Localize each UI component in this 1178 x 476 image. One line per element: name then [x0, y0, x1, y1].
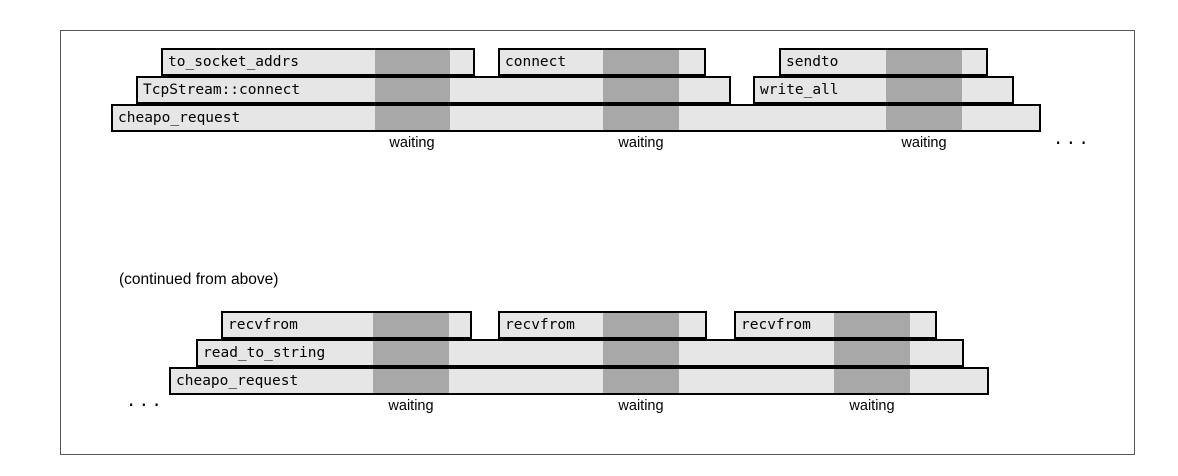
stack-frame-label: recvfrom [228, 316, 298, 333]
stack-frame-bar: recvfrom [498, 311, 707, 339]
waiting-segment [602, 341, 679, 365]
stack-frame-label: recvfrom [741, 316, 811, 333]
stack-frame-label: write_all [760, 81, 839, 98]
waiting-segment [885, 106, 962, 130]
stack-frame-bar: cheapo_request [169, 367, 989, 395]
waiting-segment [372, 341, 449, 365]
waiting-caption: waiting [901, 135, 947, 151]
waiting-segment [374, 78, 450, 102]
stack-frame-bar: write_all [753, 76, 1014, 104]
stack-frame-bar: TcpStream::connect [136, 76, 731, 104]
stack-frame-bar: read_to_string [196, 339, 964, 367]
stack-frame-bar: connect [498, 48, 706, 76]
stack-frame-label: cheapo_request [176, 372, 299, 389]
waiting-segment [602, 50, 679, 74]
stack-frame-label: recvfrom [505, 316, 575, 333]
waiting-segment [372, 313, 449, 337]
waiting-segment [602, 369, 679, 393]
waiting-segment [374, 50, 450, 74]
waiting-segment [602, 106, 679, 130]
continuation-ellipsis: ... [1053, 129, 1092, 149]
stack-frame-label: cheapo_request [118, 109, 241, 126]
stack-frame-bar: recvfrom [734, 311, 937, 339]
stack-frame-bar: sendto [779, 48, 988, 76]
waiting-segment [602, 78, 679, 102]
continuation-ellipsis: ... [126, 391, 165, 411]
stack-frame-label: connect [505, 53, 567, 70]
waiting-segment [374, 106, 450, 130]
waiting-segment [833, 369, 910, 393]
waiting-segment [833, 341, 910, 365]
stack-frame-bar: to_socket_addrs [161, 48, 475, 76]
waiting-segment [602, 313, 679, 337]
waiting-caption: waiting [389, 135, 435, 151]
waiting-segment [372, 369, 449, 393]
stack-frame-label: read_to_string [203, 344, 326, 361]
waiting-caption: waiting [849, 398, 895, 414]
stack-frame-label: to_socket_addrs [168, 53, 299, 70]
waiting-segment [833, 313, 910, 337]
waiting-segment [885, 50, 962, 74]
stack-frame-label: TcpStream::connect [143, 81, 301, 98]
stack-frame-bar: recvfrom [221, 311, 472, 339]
waiting-caption: waiting [618, 398, 664, 414]
waiting-caption: waiting [618, 135, 664, 151]
waiting-caption: waiting [388, 398, 434, 414]
continued-note: (continued from above) [119, 271, 279, 288]
stack-frame-label: sendto [786, 53, 839, 70]
waiting-segment [885, 78, 962, 102]
stack-frame-bar: cheapo_request [111, 104, 1041, 132]
